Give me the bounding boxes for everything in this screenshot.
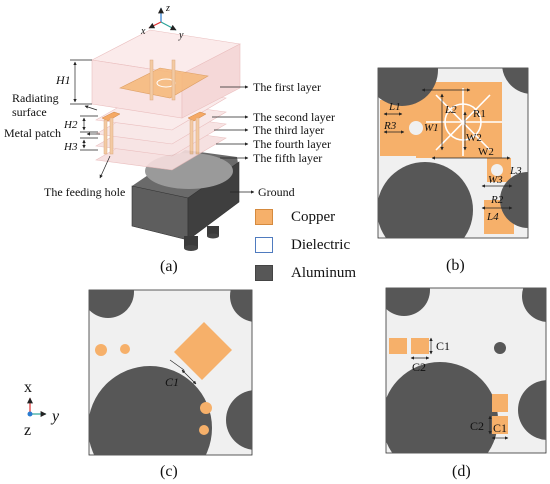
dielectric-swatch — [255, 237, 273, 253]
dim-w1: W1 — [424, 122, 439, 134]
caption-c: (c) — [160, 463, 178, 480]
label-third-layer: The third layer — [253, 123, 324, 137]
radiating-surface — [119, 67, 209, 99]
dim-c1-top: C1 — [436, 339, 450, 353]
dim-w2-bottom: W2 — [478, 146, 494, 158]
axis-label-z: z — [165, 3, 170, 14]
aluminum-posts-d — [386, 288, 546, 453]
label-surface: surface — [12, 105, 47, 119]
axis-indicator: x y z — [24, 379, 60, 439]
label-fifth-layer: The fifth layer — [253, 151, 322, 165]
dim-h1: H1 — [55, 73, 71, 87]
label-second-layer: The second layer — [253, 110, 335, 124]
panel-c: C1 (c) — [88, 289, 253, 480]
caption-d: (d) — [452, 463, 471, 480]
axis-indicator-z: z — [24, 422, 31, 439]
dim-c2-bottom: C2 — [470, 419, 484, 433]
legend-label-copper: Copper — [291, 208, 336, 225]
panel-d: C1 C2 C2 C1 (d) — [385, 287, 547, 480]
caption-b: (b) — [446, 257, 465, 274]
legend-label-aluminum: Aluminum — [291, 264, 357, 281]
axis-label-y: y — [178, 30, 184, 41]
panel-b: L2 R1 W2 W1 L1 R3 W2 L3 W3 R2 L4 (b) — [377, 67, 529, 274]
dim-c1-bottom: C1 — [493, 421, 507, 435]
callout-arrows — [84, 85, 255, 194]
label-fourth-layer: The fourth layer — [253, 137, 331, 151]
label-first-layer: The first layer — [253, 80, 321, 94]
legend-item-dielectric: Dielectric — [255, 235, 350, 255]
copper-swatch — [255, 209, 273, 225]
dim-w3: W3 — [488, 174, 503, 186]
legend-label-dielectric: Dielectric — [291, 236, 351, 253]
axis-indicator-x: x — [24, 379, 32, 396]
dim-c2-top: C2 — [412, 360, 426, 374]
dim-w2-top: W2 — [466, 132, 482, 144]
dim-r3: R3 — [383, 120, 397, 132]
dim-l3: L3 — [509, 165, 522, 177]
height-dimensions — [70, 59, 98, 151]
dim-l2: L2 — [444, 104, 457, 116]
dim-r1: R1 — [473, 108, 486, 120]
panel-a-axis: z x y — [140, 3, 184, 41]
label-radiating: Radiating — [12, 91, 59, 105]
dim-r2: R2 — [490, 194, 504, 206]
dim-h2: H2 — [63, 119, 78, 131]
legend-item-copper: Copper — [255, 207, 335, 227]
axis-indicator-y: y — [50, 408, 60, 425]
dim-l4: L4 — [486, 211, 499, 223]
dim-l1: L1 — [388, 101, 401, 113]
label-ground: Ground — [258, 185, 295, 199]
label-metal-patch: Metal patch — [4, 126, 61, 140]
aluminum-posts-c — [89, 290, 252, 455]
aluminum-swatch — [255, 265, 273, 281]
dim-h3: H3 — [63, 141, 78, 153]
copper-features-d — [389, 338, 508, 434]
axis-label-x: x — [140, 26, 146, 37]
panel-a: z x y H1 H2 H3 — [4, 3, 335, 275]
copper-features-c — [95, 322, 232, 435]
caption-a: (a) — [160, 258, 178, 275]
layer-stack — [91, 29, 241, 171]
legend-item-aluminum: Aluminum — [255, 263, 356, 283]
dim-c1-c: C1 — [165, 375, 179, 389]
label-feeding-hole: The feeding hole — [44, 185, 125, 199]
